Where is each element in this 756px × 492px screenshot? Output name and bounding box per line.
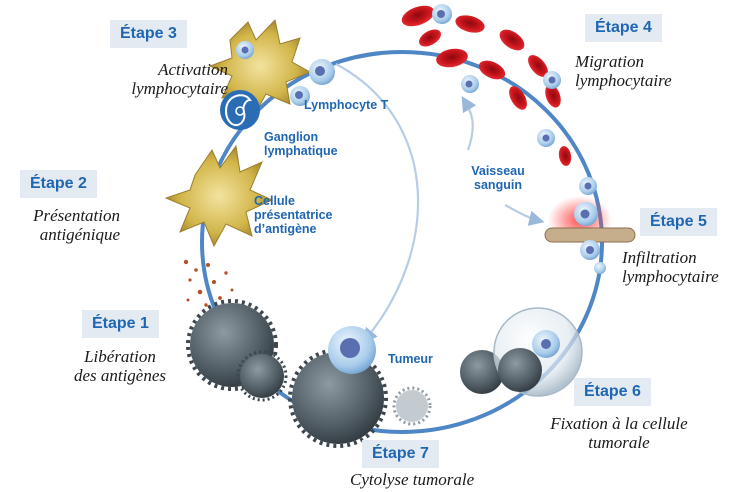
tumour-label: Tumeur	[388, 352, 433, 366]
fixation-illustration	[460, 307, 583, 397]
lymphocyte-t-label: Lymphocyte T	[304, 98, 389, 112]
activation-cluster	[208, 18, 335, 114]
migrating-lymphocytes	[432, 4, 597, 195]
vessel-wall-infiltration	[544, 196, 636, 274]
tumour-cytolysis-illustration	[288, 326, 432, 448]
arrow-lymphocyte-to-tumour	[335, 63, 420, 344]
step-2-caption: Présentation antigénique	[33, 206, 120, 244]
tumor-cell-small	[236, 350, 288, 402]
step-2-badge: Étape 2	[20, 170, 97, 198]
red-blood-cells	[401, 5, 572, 166]
arrow-vessel	[461, 96, 477, 151]
lymph-node-label: Ganglion lymphatique	[264, 130, 338, 158]
step-5-caption: Infiltration lymphocytaire	[622, 248, 719, 286]
step-7-badge: Étape 7	[362, 440, 439, 468]
step-4-caption: Migration lymphocytaire	[575, 52, 672, 90]
step-1-caption: Libération des antigènes	[73, 347, 167, 385]
step-3-badge: Étape 3	[110, 20, 187, 48]
step-3-caption: Activation lymphocytaire	[131, 60, 228, 98]
step-1-badge: Étape 1	[82, 310, 159, 338]
blood-vessel-label: Vaisseau sanguin	[471, 164, 525, 192]
step-6-badge: Étape 6	[574, 378, 651, 406]
step-7-caption: Cytolyse tumorale	[350, 470, 475, 489]
apc-label: Cellule présentatrice d’antigène	[254, 194, 333, 236]
step-5-badge: Étape 5	[640, 208, 717, 236]
step-6-caption: Fixation à la cellule tumorale	[550, 414, 688, 452]
arrow-vessel-to-infiltration	[504, 204, 545, 226]
lymph-node-icon	[220, 90, 260, 130]
antigen-presenting-cell	[164, 144, 274, 248]
step-4-badge: Étape 4	[585, 14, 662, 42]
